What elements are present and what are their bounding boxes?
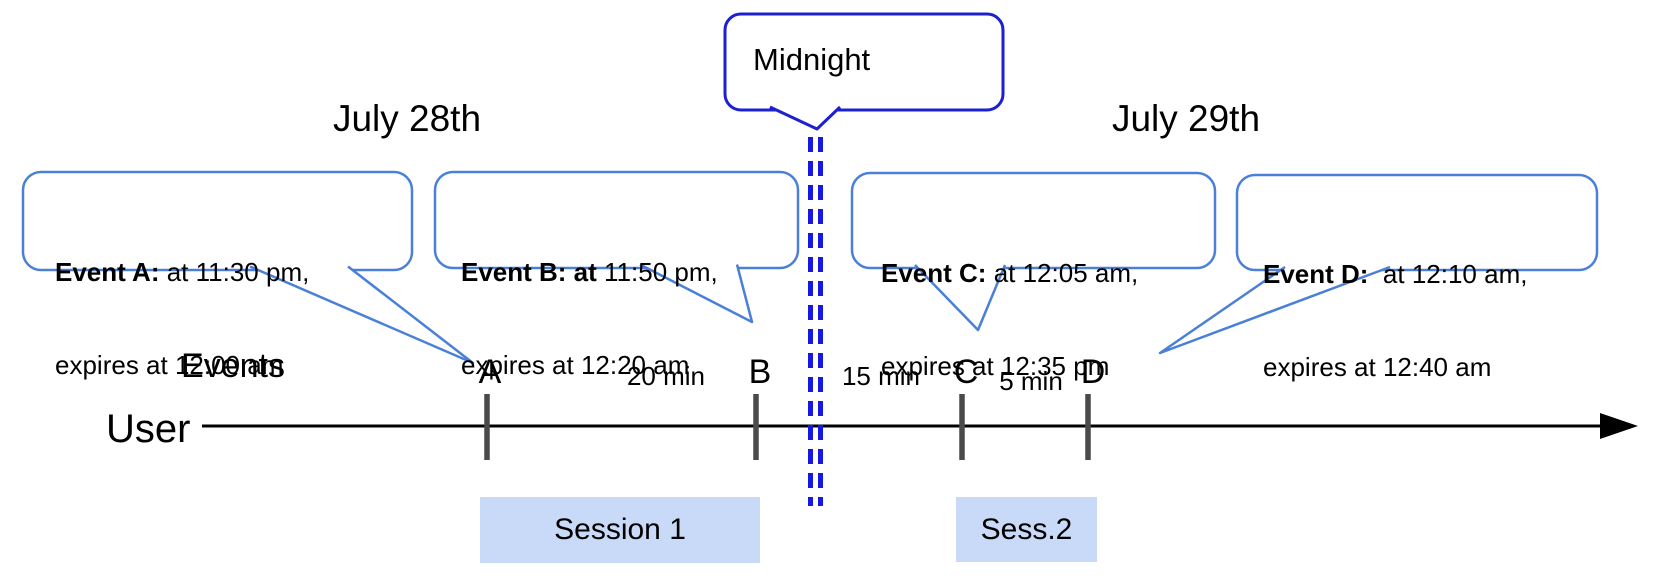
event-d-line-1: Event D: at 12:10 am, — [1263, 259, 1527, 290]
events-axis-label: Events — [181, 347, 285, 385]
event-a-callout-bubble — [21, 170, 475, 365]
midnight-label: Midnight — [753, 42, 871, 77]
event-b-callout-bubble — [433, 170, 800, 324]
session-1-box: Session 1 — [480, 497, 760, 563]
event-d-rest: at 12:10 am, — [1368, 259, 1528, 289]
midnight-bubble-tail — [769, 105, 842, 131]
event-d-bubble-text: Event D: at 12:10 am, expires at 12:40 a… — [1263, 197, 1527, 445]
event-b-rest: 11:50 pm, — [596, 257, 718, 287]
interval-label-15min: 15 min — [841, 361, 921, 391]
event-a-bold: Event A: — [55, 257, 160, 287]
event-a-bubble-body — [21, 170, 414, 272]
date-title-july-29: July 29th — [1111, 98, 1261, 139]
user-axis-label: User — [106, 407, 191, 451]
event-c-bubble-body — [850, 171, 1217, 270]
event-a-bubble-text: Event A: at 11:30 pm, expires at 12:00 a… — [55, 195, 309, 443]
event-d-line-2: expires at 12:40 am — [1263, 352, 1492, 382]
event-b-bubble-tail — [639, 263, 754, 324]
event-a-line-2: expires at 12:00 am — [55, 350, 284, 380]
interval-label-5min: 5 min — [999, 366, 1063, 396]
session-2-box: Sess.2 — [956, 497, 1097, 562]
event-d-bubble-body — [1235, 173, 1599, 272]
event-c-line-2: expires at 12:35 pm — [881, 351, 1110, 381]
session-2-label: Sess.2 — [980, 512, 1073, 546]
event-a-bubble-tail — [249, 265, 475, 365]
timeline-arrowhead-icon — [1600, 413, 1638, 439]
tick-label-d: D — [1080, 353, 1106, 391]
event-b-bubble-body — [433, 170, 800, 270]
event-c-callout-bubble — [850, 171, 1217, 332]
event-a-rest: at 11:30 pm, — [159, 257, 310, 287]
event-a-line-1: Event A: at 11:30 pm, — [55, 257, 309, 288]
event-c-bubble-tail — [914, 264, 1007, 332]
event-c-rest: at 12:05 am, — [986, 258, 1139, 288]
event-c-bubble-text: Event C: at 12:05 am, expires at 12:35 p… — [881, 196, 1138, 444]
tick-label-b: B — [748, 353, 772, 391]
event-c-line-1: Event C: at 12:05 am, — [881, 258, 1138, 289]
session-1-label: Session 1 — [554, 513, 686, 546]
tick-label-a: A — [478, 353, 502, 391]
event-d-bold: Event D: — [1263, 259, 1369, 289]
event-c-bold: Event C: — [881, 258, 987, 288]
event-b-bubble-text: Event B: at 11:50 pm, expires at 12:20 a… — [461, 195, 718, 443]
midnight-bubble-body — [723, 12, 1005, 112]
tick-label-c: C — [953, 353, 979, 391]
event-b-line-2: expires at 12:20 am — [461, 350, 690, 380]
event-d-callout-bubble — [1158, 173, 1599, 355]
event-d-bubble-tail — [1158, 265, 1391, 355]
event-b-line-1: Event B: at 11:50 pm, — [461, 257, 718, 288]
midnight-callout-bubble — [723, 12, 1005, 131]
date-title-july-28: July 28th — [332, 98, 482, 139]
event-b-bold: Event B: at — [461, 257, 597, 287]
interval-label-20min: 20 min — [626, 361, 706, 391]
